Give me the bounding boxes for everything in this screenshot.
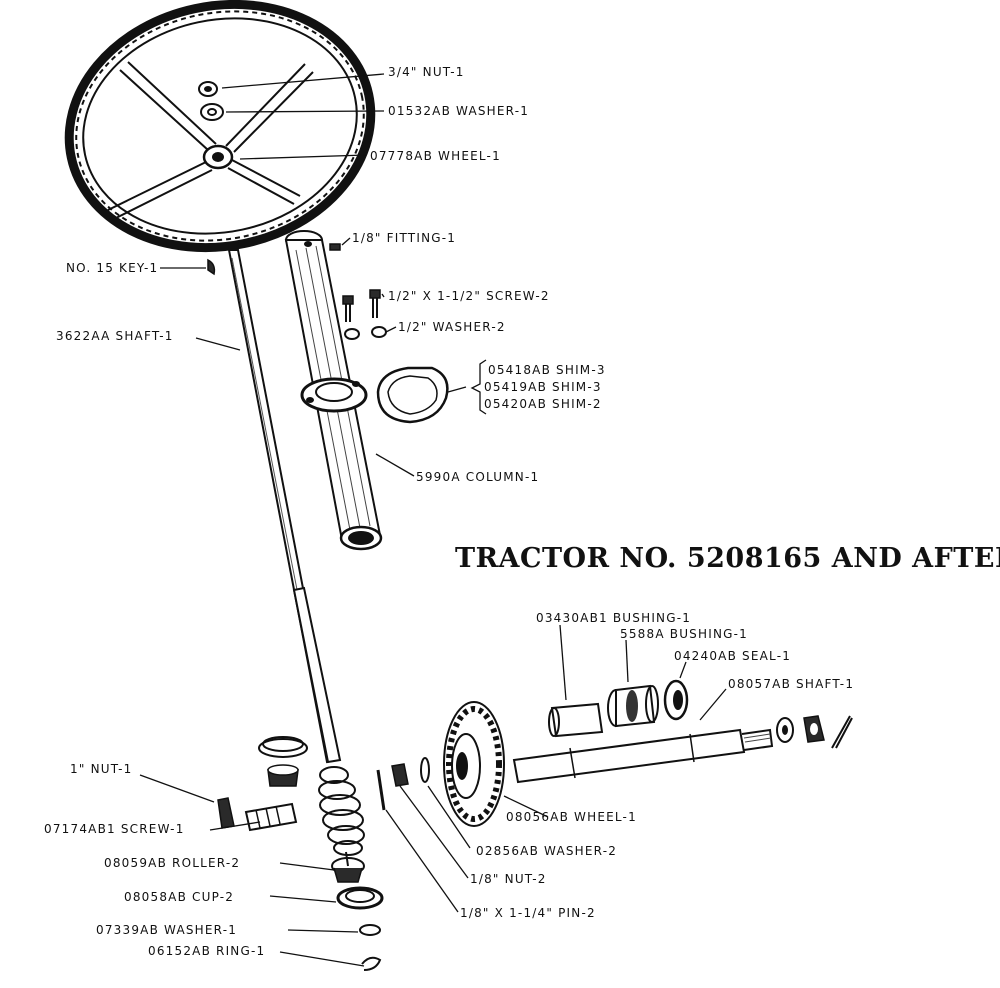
label-key: NO. 15 KEY-1 xyxy=(66,261,158,275)
cotter-pin-drawing xyxy=(831,715,853,749)
label-nut-1in: 1" NUT-1 xyxy=(70,762,133,776)
label-roller: 08059AB ROLLER-2 xyxy=(104,856,240,870)
woodruff-key-drawing xyxy=(207,258,216,276)
grease-fitting-drawing xyxy=(329,243,341,251)
label-cup: 08058AB CUP-2 xyxy=(124,890,234,904)
label-screw-07174: 07174AB1 SCREW-1 xyxy=(44,822,185,836)
label-ring: 06152AB RING-1 xyxy=(148,944,265,958)
snap-ring-drawing xyxy=(361,956,382,971)
small-nut-drawing xyxy=(391,763,409,787)
shaft-end-washer-drawing xyxy=(776,717,794,743)
label-washer-half: 1/2" WASHER-2 xyxy=(398,320,506,334)
steering-column-drawing xyxy=(284,230,383,551)
label-bushing-03430: 03430AB1 BUSHING-1 xyxy=(536,611,691,625)
seal-drawing xyxy=(663,679,689,721)
bushing-5588-drawing xyxy=(607,684,659,728)
label-shim-05418: 05418AB SHIM-3 xyxy=(488,363,606,377)
adjusting-screw-drawing xyxy=(244,802,298,832)
label-pin: 1/8" X 1-1/4" PIN-2 xyxy=(460,906,596,920)
cap-screws-drawing xyxy=(342,289,381,322)
leader-lines xyxy=(139,73,727,967)
shim-bracket xyxy=(470,359,487,415)
label-washer-07339: 07339AB WASHER-1 xyxy=(96,923,237,937)
shim-drawing xyxy=(376,366,449,424)
label-shaft-3622: 3622AA SHAFT-1 xyxy=(56,329,174,343)
hub-washer-drawing xyxy=(200,103,224,121)
label-washer-01532: 01532AB WASHER-1 xyxy=(388,104,529,118)
label-fitting: 1/8" FITTING-1 xyxy=(352,231,456,245)
label-shim-05419: 05419AB SHIM-3 xyxy=(484,380,602,394)
hub-nut-drawing xyxy=(198,81,218,97)
washer-02856-drawing xyxy=(420,757,430,783)
steering-shaft-drawing xyxy=(227,249,365,867)
jam-nut-drawing xyxy=(217,797,235,829)
lock-washers-drawing xyxy=(344,326,387,340)
roller-bearing-drawing xyxy=(331,857,365,883)
label-seal: 04240AB SEAL-1 xyxy=(674,649,791,663)
bushing-03430-drawing xyxy=(548,702,604,738)
label-nut-3-4: 3/4" NUT-1 xyxy=(388,65,465,79)
label-shaft-08057: 08057AB SHAFT-1 xyxy=(728,677,854,691)
label-screw-half: 1/2" X 1-1/2" SCREW-2 xyxy=(388,289,550,303)
label-wheel-07778: 07778AB WHEEL-1 xyxy=(370,149,501,163)
pin-drawing xyxy=(376,769,386,811)
bearing-cup-drawing xyxy=(336,886,384,910)
sector-shaft-drawing xyxy=(512,728,774,784)
label-wheel-08056: 08056AB WHEEL-1 xyxy=(506,810,637,824)
upper-bearing-drawing xyxy=(258,736,308,787)
label-nut-1-8: 1/8" NUT-2 xyxy=(470,872,547,886)
label-column: 5990A COLUMN-1 xyxy=(416,470,539,484)
label-bushing-5588: 5588A BUSHING-1 xyxy=(620,627,748,641)
label-washer-02856: 02856AB WASHER-2 xyxy=(476,844,617,858)
title: TRACTOR NO. 5208165 AND AFTER xyxy=(455,543,1000,574)
washer-07339-drawing xyxy=(359,924,381,936)
sector-gear-drawing xyxy=(443,701,505,827)
castle-nut-drawing xyxy=(803,715,825,743)
label-shim-05420: 05420AB SHIM-2 xyxy=(484,397,602,411)
steering-wheel-drawing xyxy=(64,0,376,253)
